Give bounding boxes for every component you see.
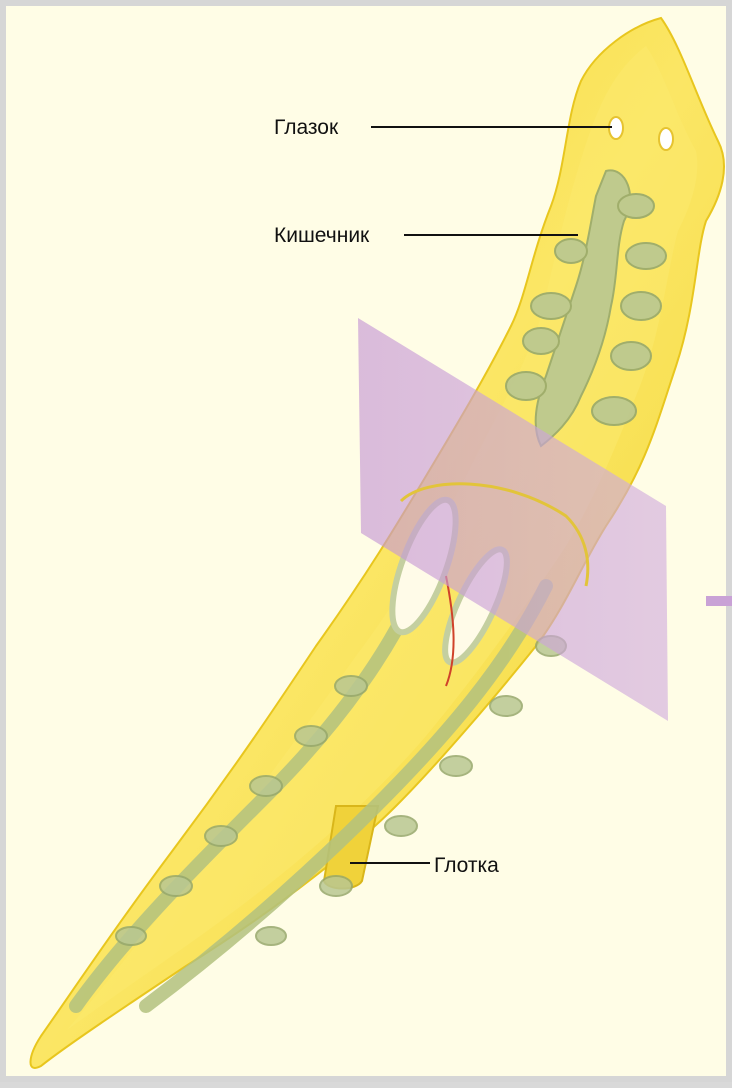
label-intestine: Кишечник bbox=[274, 224, 370, 247]
label-pharynx: Глотка bbox=[434, 854, 499, 877]
label-eye: Глазок bbox=[274, 116, 339, 139]
planarian-diagram: Глазок Кишечник Глотка bbox=[6, 6, 732, 1088]
arrow-stub bbox=[706, 596, 732, 606]
